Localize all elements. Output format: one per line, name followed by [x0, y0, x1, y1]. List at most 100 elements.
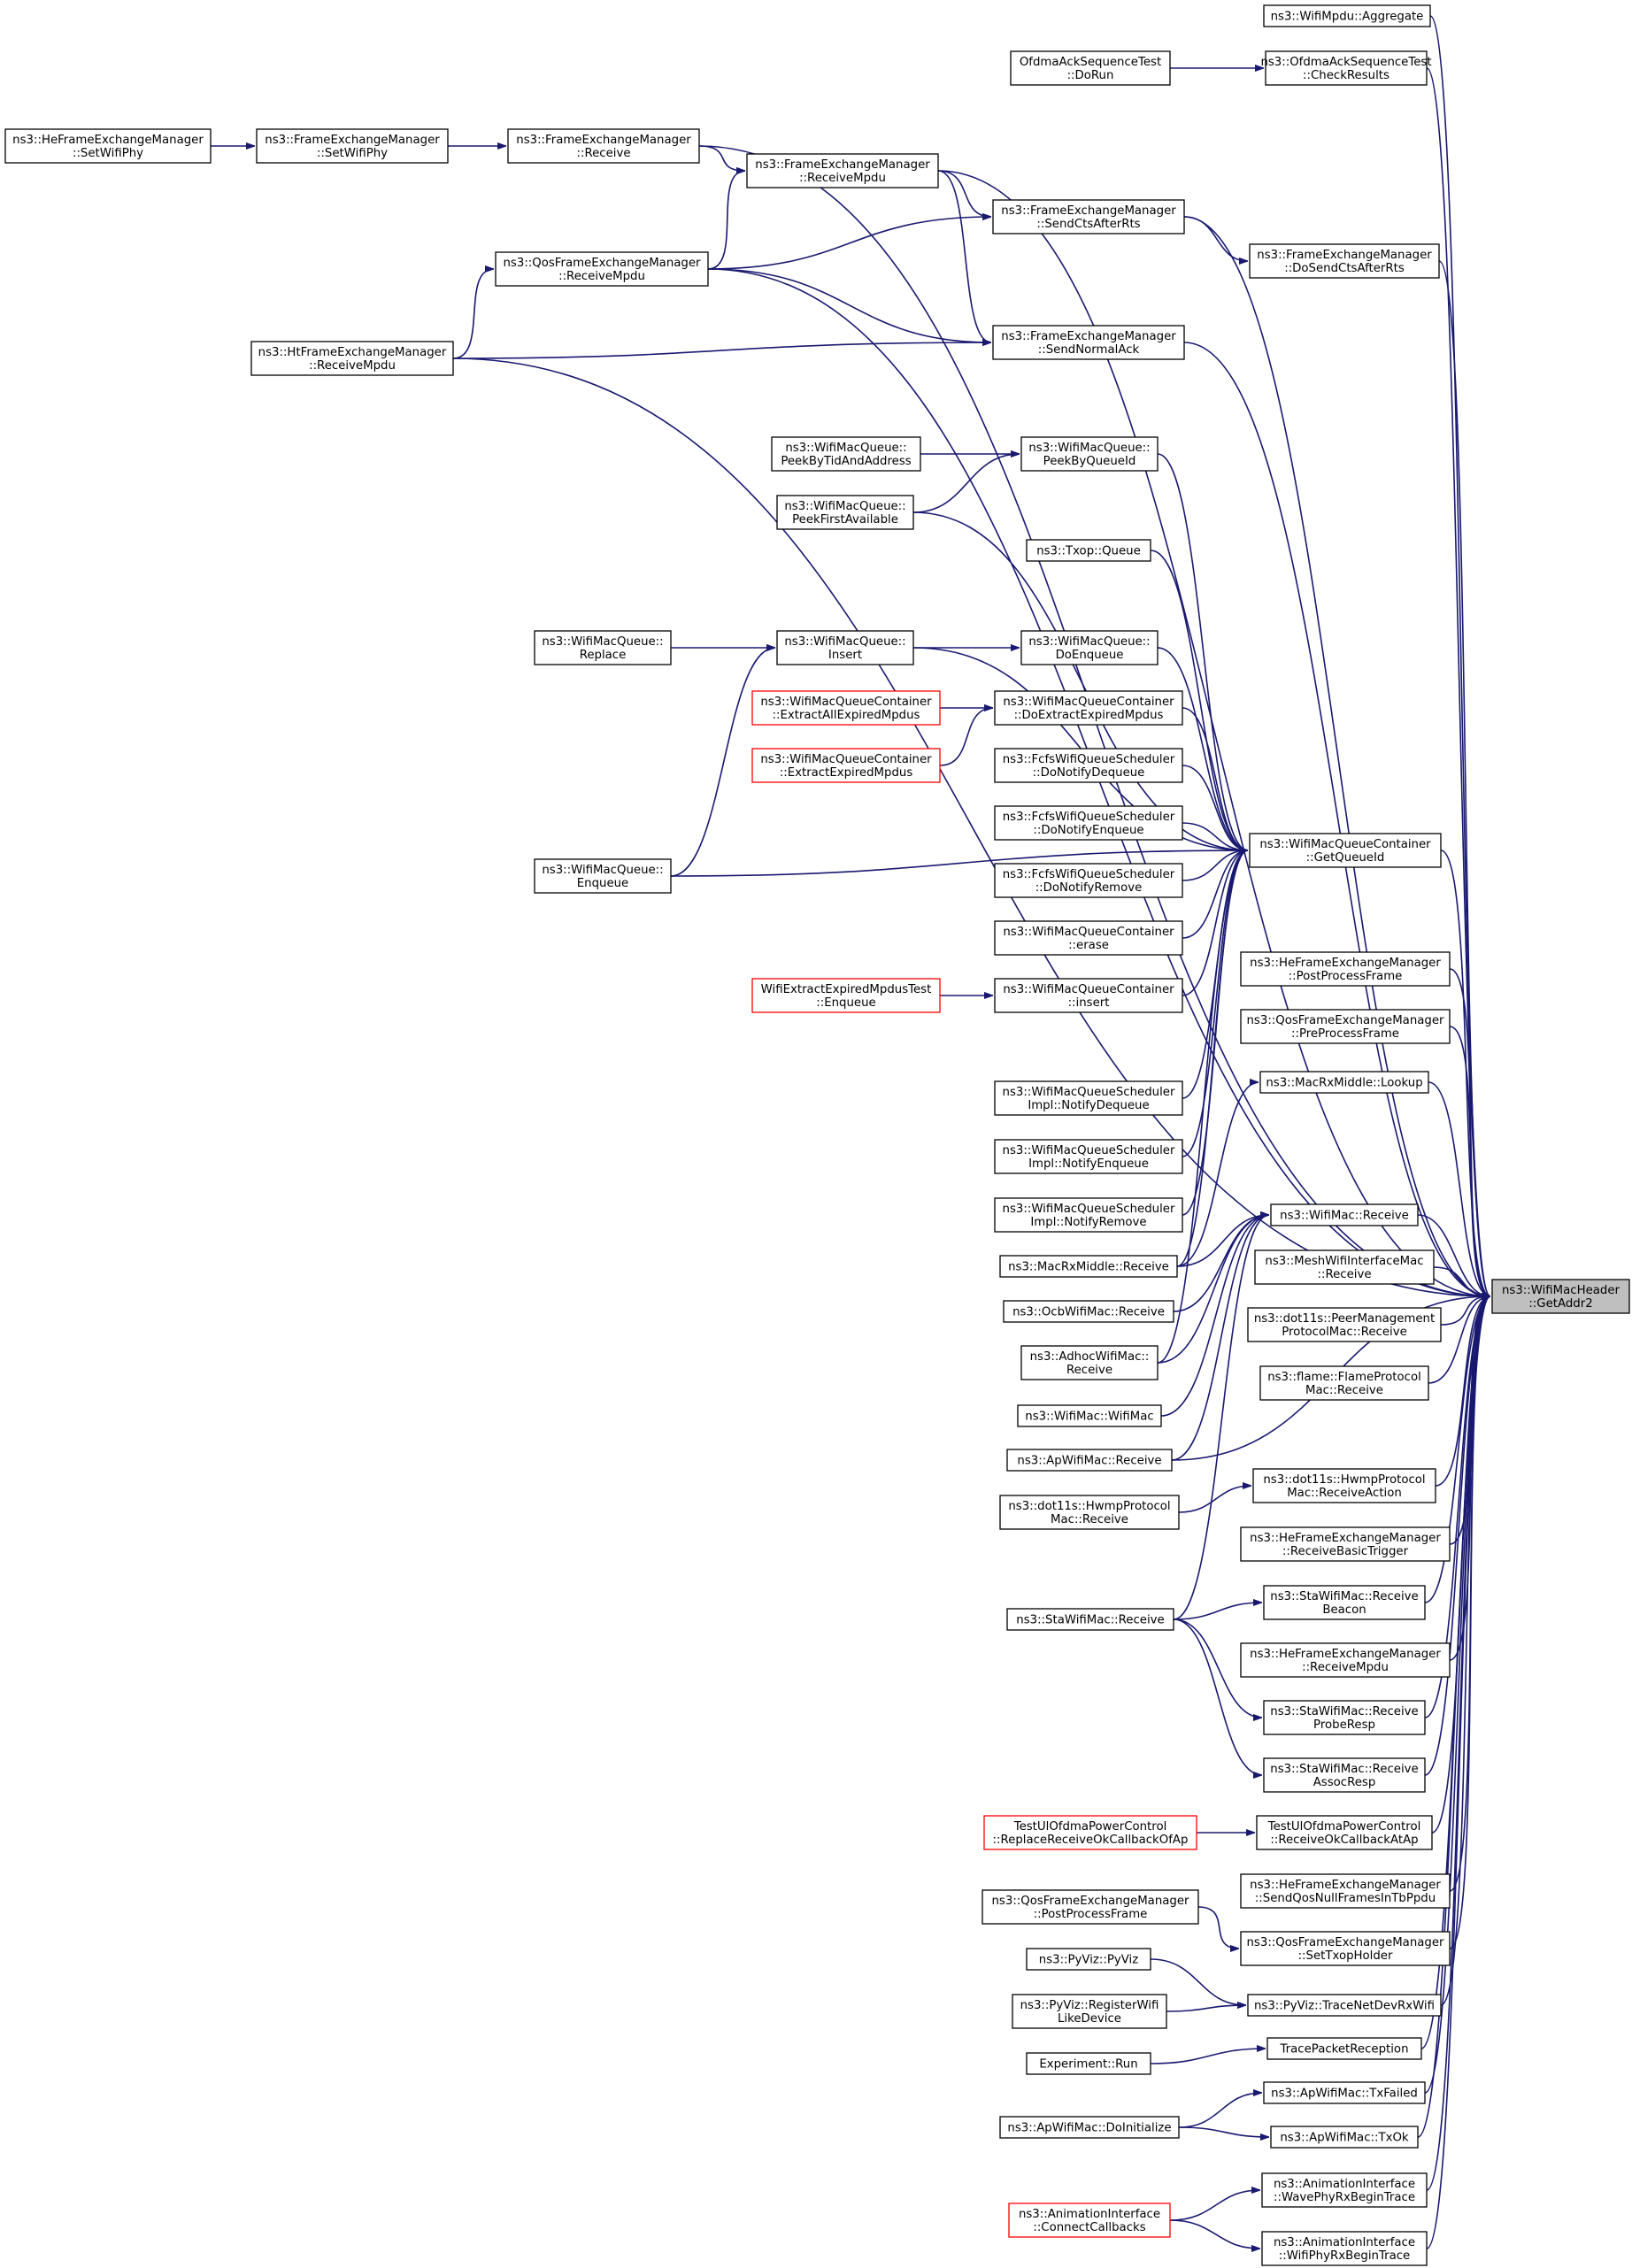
node-qosfem_receivempdu[interactable]: ns3::QosFrameExchangeManager::ReceiveMpd…: [495, 251, 709, 287]
node-stawifimac_receive[interactable]: ns3::StaWifiMac::Receive: [1006, 1608, 1174, 1631]
node-box: [1252, 1468, 1436, 1503]
node-doextractexpired[interactable]: ns3::WifiMacQueueContainer::DoExtractExp…: [994, 690, 1183, 726]
node-box: [1259, 1071, 1429, 1094]
node-hefem_postprocessframe[interactable]: ns3::HeFrameExchangeManager::PostProcess…: [1240, 951, 1451, 987]
node-wmq_insert[interactable]: ns3::WifiMacQueue::Insert: [776, 630, 914, 665]
node-label: ns3::WifiMacQueue::: [785, 442, 906, 455]
node-peermgmt_receive[interactable]: ns3::dot11s::PeerManagementProtocolMac::…: [1247, 1307, 1442, 1342]
node-hefem_receivempdu[interactable]: ns3::HeFrameExchangeManager::ReceiveMpdu: [1240, 1642, 1451, 1678]
node-tracepacketreception[interactable]: TracePacketReception: [1266, 2037, 1422, 2060]
edge-apwifimac_receive-to-wifimac_receive: [1171, 1215, 1270, 1461]
node-fem_setwifiphy[interactable]: ns3::FrameExchangeManager::SetWifiPhy: [256, 128, 449, 164]
node-label: ::ReceiveMpdu: [558, 270, 645, 283]
node-getaddr2[interactable]: ns3::WifiMacHeader::GetAddr2: [1491, 1279, 1630, 1314]
node-label: ns3::PyViz::PyViz: [1039, 1954, 1138, 1967]
node-sched_notifydequeue[interactable]: ns3::WifiMacQueueSchedulerImpl::NotifyDe…: [994, 1080, 1183, 1116]
node-wifimac_wifimac[interactable]: ns3::WifiMac::WifiMac: [1017, 1404, 1162, 1427]
node-fem_receivempdu[interactable]: ns3::FrameExchangeManager::ReceiveMpdu: [746, 153, 939, 188]
node-label: ::DoNotifyRemove: [1035, 881, 1143, 895]
node-qosfem_preprocessframe[interactable]: ns3::QosFrameExchangeManager::PreProcess…: [1240, 1009, 1451, 1044]
node-fcfs_donotifydequeue[interactable]: ns3::FcfsWifiQueueScheduler::DoNotifyDeq…: [994, 748, 1183, 783]
node-anim_wifiphyrxbegintrace[interactable]: ns3::AnimationInterface::WifiPhyRxBeginT…: [1261, 2231, 1428, 2266]
edge-qosfem_postprocessframe-to-qosfem_settxopholder: [1197, 1906, 1239, 1949]
node-hefem_receivebasictrigger[interactable]: ns3::HeFrameExchangeManager::ReceiveBasi…: [1240, 1526, 1451, 1562]
node-extractexpiredtest[interactable]: WifiExtractExpiredMpdusTest::Enqueue: [751, 978, 941, 1013]
node-qosfem_settxopholder[interactable]: ns3::QosFrameExchangeManager::SetTxopHol…: [1240, 1931, 1451, 1966]
node-experiment_run[interactable]: Experiment::Run: [1026, 2052, 1151, 2075]
node-label: ::ExtractAllExpiredMpdus: [773, 709, 920, 722]
node-apwifimac_txfailed[interactable]: ns3::ApWifiMac::TxFailed: [1263, 2081, 1426, 2104]
node-box: [994, 1197, 1183, 1233]
node-pyviz_tracenetdevrxwifi[interactable]: ns3::PyViz::TraceNetDevRxWifi: [1247, 1994, 1442, 2017]
node-label: ::PreProcessFrame: [1291, 1027, 1399, 1041]
node-macrxmiddle_receive[interactable]: ns3::MacRxMiddle::Receive: [999, 1255, 1178, 1278]
node-extractexpired[interactable]: ns3::WifiMacQueueContainer::ExtractExpir…: [751, 748, 941, 783]
node-anim_wavephyrxbegintrace[interactable]: ns3::AnimationInterface::WavePhyRxBeginT…: [1261, 2172, 1428, 2208]
node-box: [1247, 1994, 1442, 2017]
node-hefem_sendqosnull[interactable]: ns3::HeFrameExchangeManager::SendQosNull…: [1240, 1873, 1451, 1909]
node-fem_sendnormalack[interactable]: ns3::FrameExchangeManager::SendNormalAck: [992, 325, 1185, 360]
node-dorun[interactable]: OfdmaAckSequenceTest::DoRun: [1010, 50, 1171, 86]
node-wmqc_erase[interactable]: ns3::WifiMacQueueContainer::erase: [994, 920, 1183, 956]
node-label: ns3::FrameExchangeManager: [265, 134, 440, 147]
node-fem_dosendctsafterrts[interactable]: ns3::FrameExchangeManager::DoSendCtsAfte…: [1249, 243, 1440, 279]
node-qosfem_postprocessframe[interactable]: ns3::QosFrameExchangeManager::PostProces…: [982, 1889, 1199, 1925]
node-ocbwifimac_receive[interactable]: ns3::OcbWifiMac::Receive: [1003, 1300, 1174, 1323]
edge-wmq_enqueue-to-getqueueid: [670, 850, 1248, 877]
node-peekfirstavailable[interactable]: ns3::WifiMacQueue::PeekFirstAvailable: [776, 495, 914, 530]
node-hwmp_receiveaction[interactable]: ns3::dot11s::HwmpProtocolMac::ReceiveAct…: [1252, 1468, 1436, 1503]
node-fem_receive[interactable]: ns3::FrameExchangeManager::Receive: [507, 128, 700, 164]
node-peekbyqueueid[interactable]: ns3::WifiMacQueue::PeekByQueueId: [1020, 436, 1159, 472]
node-fcfs_donotifyenqueue[interactable]: ns3::FcfsWifiQueueScheduler::DoNotifyEnq…: [994, 805, 1183, 841]
node-getqueueid[interactable]: ns3::WifiMacQueueContainer::GetQueueId: [1249, 833, 1442, 868]
node-macrxmiddle_lookup[interactable]: ns3::MacRxMiddle::Lookup: [1259, 1071, 1429, 1094]
node-label: ::ExtractExpiredMpdus: [780, 766, 913, 780]
node-label: ns3::ApWifiMac::TxFailed: [1271, 2087, 1418, 2101]
node-htfem_receivempdu[interactable]: ns3::HtFrameExchangeManager::ReceiveMpdu: [250, 341, 454, 376]
node-label: ns3::OfdmaAckSequenceTest: [1260, 56, 1431, 69]
node-apwifimac_doinitialize[interactable]: ns3::ApWifiMac::DoInitialize: [999, 2116, 1180, 2139]
node-checkresults[interactable]: ns3::OfdmaAckSequenceTest::CheckResults: [1260, 50, 1432, 86]
node-box: [746, 153, 939, 188]
node-wmq_replace[interactable]: ns3::WifiMacQueue::Replace: [534, 630, 672, 665]
node-hefem_setwifiphy[interactable]: ns3::HeFrameExchangeManager::SetWifiPhy: [4, 128, 212, 164]
node-fem_sendctsafterrts[interactable]: ns3::FrameExchangeManager::SendCtsAfterR…: [992, 199, 1185, 234]
node-sched_notifyenqueue[interactable]: ns3::WifiMacQueueSchedulerImpl::NotifyEn…: [994, 1139, 1183, 1174]
node-txop_queue[interactable]: ns3::Txop::Queue: [1026, 539, 1151, 562]
edge-htfem_receivempdu-to-getaddr2: [452, 357, 1490, 1296]
node-wmq_doenqueue[interactable]: ns3::WifiMacQueue::DoEnqueue: [1020, 630, 1159, 665]
node-replacereceiveok[interactable]: TestUlOfdmaPowerControl::ReplaceReceiveO…: [983, 1815, 1197, 1850]
node-sched_notifyremove[interactable]: ns3::WifiMacQueueSchedulerImpl::NotifyRe…: [994, 1197, 1183, 1233]
node-wmqc_insert[interactable]: ns3::WifiMacQueueContainer::insert: [994, 978, 1183, 1013]
node-extractallexpired[interactable]: ns3::WifiMacQueueContainer::ExtractAllEx…: [751, 690, 941, 726]
node-label: ns3::WifiMacQueueContainer: [1259, 838, 1431, 851]
node-label: PeekByTidAndAddress: [781, 455, 911, 468]
node-peekbytidandaddress[interactable]: ns3::WifiMacQueue::PeekByTidAndAddress: [771, 436, 921, 472]
edge-anim_connectcallbacks-to-anim_wifiphyrxbegintrace: [1169, 2219, 1260, 2249]
edge-apwifimac_doinitialize-to-apwifimac_txok: [1178, 2126, 1269, 2137]
node-wmq_enqueue[interactable]: ns3::WifiMacQueue::Enqueue: [534, 858, 672, 894]
node-apwifimac_receive[interactable]: ns3::ApWifiMac::Receive: [1006, 1449, 1173, 1472]
node-wifimac_receive[interactable]: ns3::WifiMac::Receive: [1270, 1203, 1419, 1226]
node-receiveokcallback[interactable]: TestUlOfdmaPowerControl::ReceiveOkCallba…: [1256, 1815, 1433, 1850]
node-fcfs_donotifyremove[interactable]: ns3::FcfsWifiQueueScheduler::DoNotifyRem…: [994, 863, 1183, 898]
node-aggregate[interactable]: ns3::WifiMpdu::Aggregate: [1263, 4, 1431, 27]
node-meshwifi_receive[interactable]: ns3::MeshWifiInterfaceMac::Receive: [1254, 1249, 1435, 1285]
node-box: [1259, 1365, 1429, 1401]
node-box: [1003, 1300, 1174, 1323]
node-label: ::GetAddr2: [1528, 1297, 1592, 1311]
edge-wmqc_erase-to-getqueueid: [1182, 850, 1249, 939]
node-anim_connectcallbacks[interactable]: ns3::AnimationInterface::ConnectCallback…: [1008, 2203, 1171, 2238]
node-label: ns3::WifiMacQueueScheduler: [1003, 1144, 1175, 1157]
node-label: ns3::WifiMacQueue::: [542, 864, 663, 877]
node-apwifimac_txok[interactable]: ns3::ApWifiMac::TxOk: [1270, 2126, 1419, 2149]
node-pyviz_pyviz[interactable]: ns3::PyViz::PyViz: [1026, 1948, 1151, 1971]
node-adhocwifimac_receive[interactable]: ns3::AdhocWifiMac::Receive: [1020, 1345, 1159, 1380]
edge-apwifimac_doinitialize-to-apwifimac_txfailed: [1178, 2093, 1262, 2128]
